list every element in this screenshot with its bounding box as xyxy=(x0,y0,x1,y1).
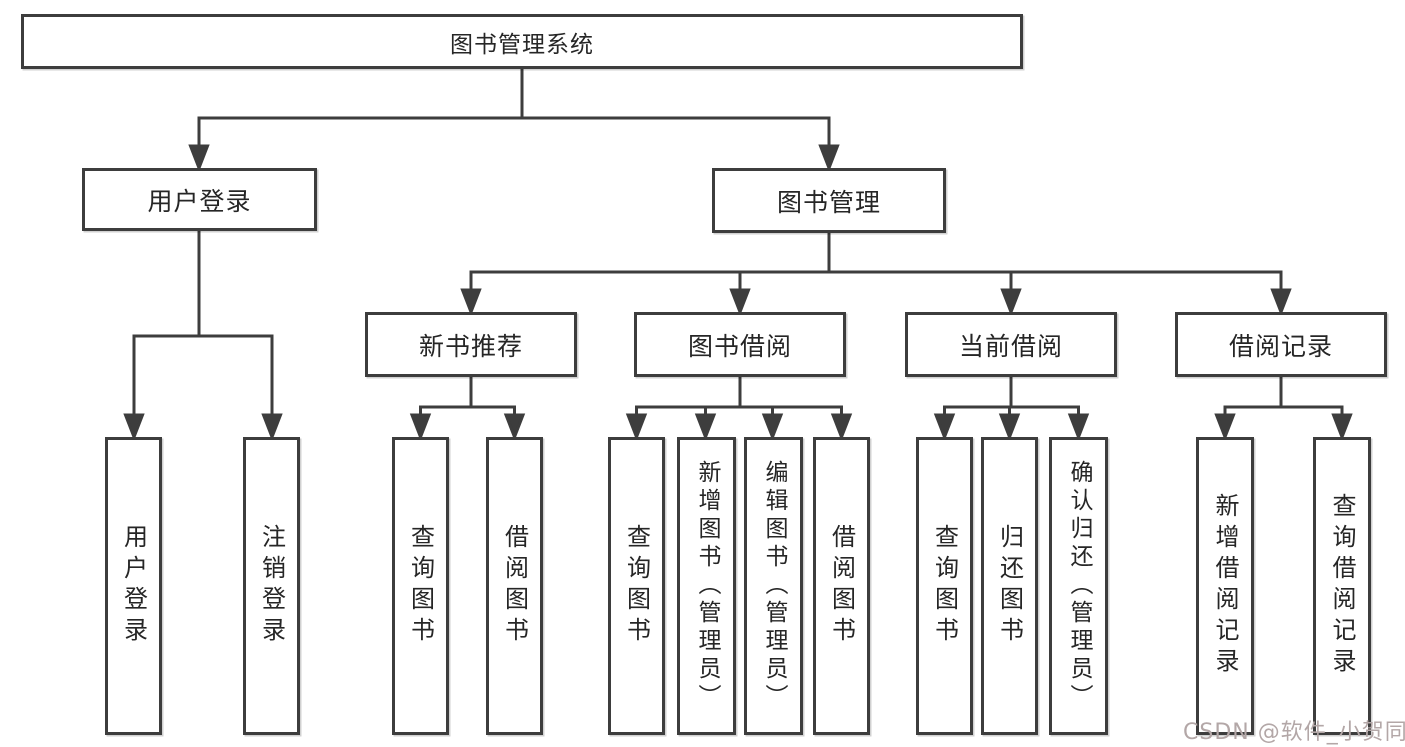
node-book-borrow: 图书借阅 xyxy=(634,312,846,377)
node-leaf-edit-book-admin: 编辑图书（管理员） xyxy=(744,437,803,735)
leaf-label: 归还图书 xyxy=(995,524,1024,648)
csdn-watermark: CSDN @软件_小贺同学 xyxy=(1183,720,1405,745)
leaf-label: 查询图书 xyxy=(406,524,435,648)
leaf-label: 编辑图书（管理员） xyxy=(761,460,787,712)
node-current-borrow: 当前借阅 xyxy=(905,312,1117,377)
node-leaf-borrow-book-2: 借阅图书 xyxy=(813,437,870,735)
leaf-label: 注销登录 xyxy=(257,524,286,648)
node-leaf-logout: 注销登录 xyxy=(243,437,300,735)
leaf-label: 查询图书 xyxy=(930,524,959,648)
node-root: 图书管理系统 xyxy=(21,14,1023,69)
leaf-label: 借阅图书 xyxy=(500,524,529,648)
leaf-label: 借阅图书 xyxy=(827,524,856,648)
leaf-label: 确认归还（管理员） xyxy=(1066,460,1092,712)
node-leaf-query-book-3: 查询图书 xyxy=(916,437,973,735)
node-new-book-rec: 新书推荐 xyxy=(365,312,577,377)
node-user-login: 用户登录 xyxy=(82,168,317,231)
node-book-mgmt: 图书管理 xyxy=(712,168,946,233)
leaf-label: 新增图书（管理员） xyxy=(694,460,720,712)
leaf-label: 查询图书 xyxy=(622,524,651,648)
leaf-label: 用户登录 xyxy=(119,524,148,648)
node-leaf-query-book-2: 查询图书 xyxy=(608,437,665,735)
leaf-label: 查询借阅记录 xyxy=(1328,493,1356,679)
node-leaf-user-login: 用户登录 xyxy=(105,437,162,735)
leaf-label: 新增借阅记录 xyxy=(1211,493,1239,679)
node-leaf-query-book-1: 查询图书 xyxy=(392,437,449,735)
node-leaf-add-book-admin: 新增图书（管理员） xyxy=(677,437,736,735)
node-borrow-record: 借阅记录 xyxy=(1175,312,1387,377)
node-leaf-confirm-return-admin: 确认归还（管理员） xyxy=(1049,437,1108,735)
node-leaf-query-borrow-record: 查询借阅记录 xyxy=(1313,437,1371,735)
node-leaf-return-book: 归还图书 xyxy=(981,437,1038,735)
node-leaf-add-borrow-record: 新增借阅记录 xyxy=(1196,437,1254,735)
node-leaf-borrow-book-1: 借阅图书 xyxy=(486,437,543,735)
